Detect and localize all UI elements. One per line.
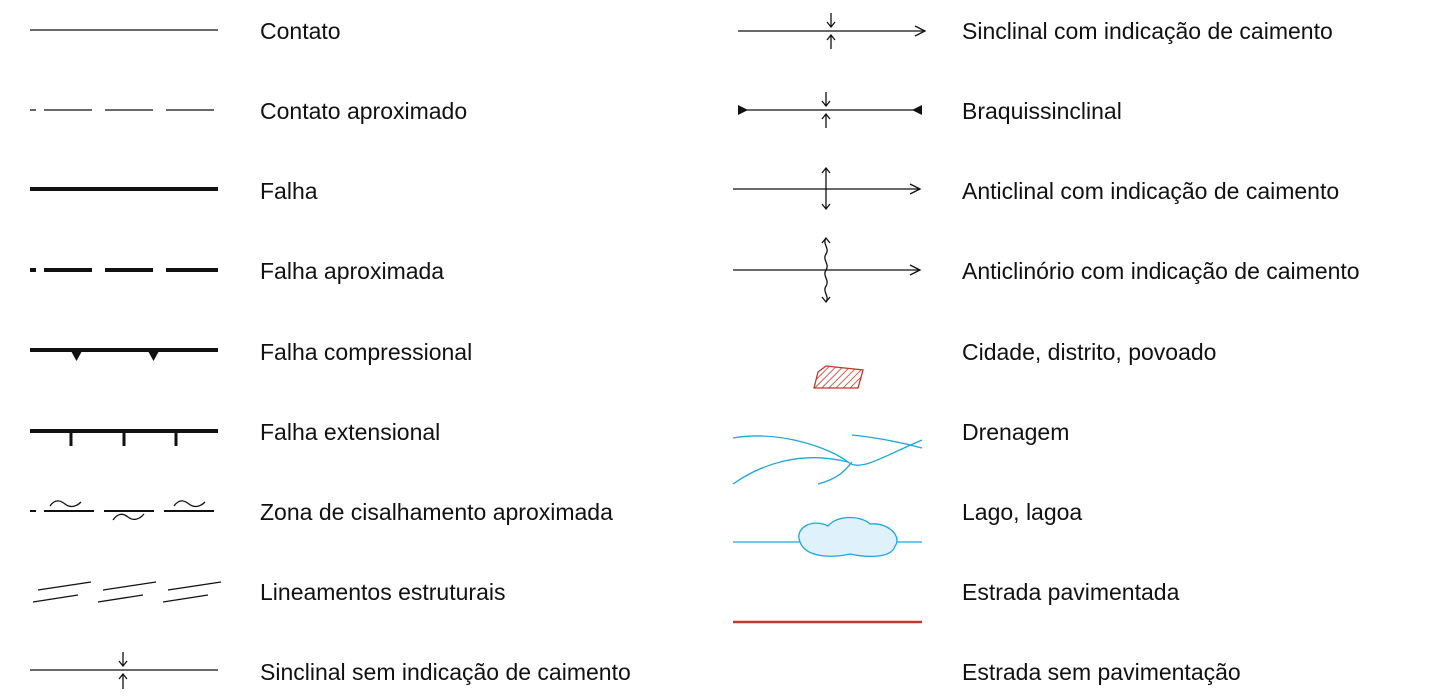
extensional-fault-symbol bbox=[30, 429, 218, 446]
lake-symbol bbox=[733, 516, 922, 558]
structural-lineaments-symbol bbox=[32, 581, 222, 603]
compressional-fault-symbol bbox=[30, 348, 218, 361]
legend-label-estrada-sem-pavimentacao: Estrada sem pavimentação bbox=[962, 659, 1241, 685]
legend-label-sinclinal-sem-caimento: Sinclinal sem indicação de caimento bbox=[260, 659, 631, 685]
legend-label-anticlinal: Anticlinal com indicação de caimento bbox=[962, 178, 1340, 204]
legend-label-braquissinclinal: Braquissinclinal bbox=[962, 98, 1122, 124]
legend-label-falha: Falha bbox=[260, 178, 318, 204]
approximate-shear-zone-symbol bbox=[30, 500, 214, 521]
legend-label-zona-cisalhamento: Zona de cisalhamento aproximada bbox=[260, 499, 613, 525]
legend-label-contato: Contato bbox=[260, 18, 341, 44]
syncline-no-plunge-symbol bbox=[30, 652, 218, 689]
brachysyncline-symbol bbox=[738, 92, 922, 128]
legend-label-falha-compressional: Falha compressional bbox=[260, 339, 473, 365]
legend-label-lineamentos: Lineamentos estruturais bbox=[260, 579, 506, 605]
drainage-symbol bbox=[732, 434, 923, 485]
legend-label-anticlinorio: Anticlinório com indicação de caimento bbox=[962, 258, 1360, 284]
legend-label-lago: Lago, lagoa bbox=[962, 499, 1083, 525]
legend-label-drenagem: Drenagem bbox=[962, 419, 1070, 445]
legend-label-estrada-pavimentada: Estrada pavimentada bbox=[962, 579, 1180, 605]
anticline-plunge-symbol bbox=[733, 166, 922, 211]
legend-label-falha-extensional: Falha extensional bbox=[260, 419, 441, 445]
legend-label-sinclinal-com-caimento: Sinclinal com indicação de caimento bbox=[962, 18, 1333, 44]
legend-label-falha-aproximada: Falha aproximada bbox=[260, 258, 445, 284]
anticlinorium-plunge-symbol bbox=[733, 236, 922, 304]
legend-label-cidade: Cidade, distrito, povoado bbox=[962, 339, 1217, 365]
syncline-plunge-symbol bbox=[738, 13, 927, 49]
legend-label-contato-aproximado: Contato aproximado bbox=[260, 98, 468, 124]
city-symbol bbox=[813, 365, 864, 389]
